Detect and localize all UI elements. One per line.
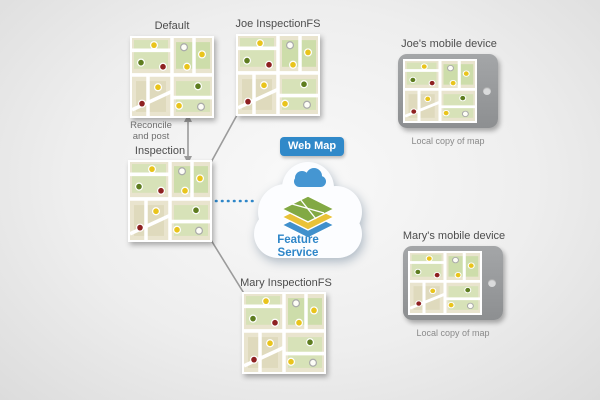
inspection-label: Inspection — [134, 145, 186, 157]
joe-fs-map-thumbnail — [236, 34, 320, 116]
default-map-thumbnail — [130, 36, 214, 118]
map-icon — [410, 253, 480, 313]
connector-joe-branch — [208, 114, 238, 167]
default-label: Default — [154, 20, 190, 32]
map-icon — [405, 61, 475, 121]
joe-tablet — [398, 54, 498, 128]
map-icon — [132, 38, 212, 116]
layers-icon — [280, 195, 336, 239]
mary-device-label: Mary's mobile device — [402, 230, 506, 242]
map-icon — [238, 36, 318, 114]
joe-device-caption: Local copy of map — [411, 136, 485, 146]
feature-service-line2: Service — [277, 247, 319, 259]
mary-tablet — [403, 246, 503, 320]
arcgis-cloud-icon — [294, 168, 326, 187]
mary-device-caption: Local copy of map — [416, 328, 490, 338]
cloud-icon — [254, 162, 362, 258]
reconcile-line2: and post — [132, 131, 170, 142]
mary-fs-label: Mary InspectionFS — [240, 277, 332, 289]
map-icon — [244, 294, 324, 372]
feature-service-line1: Feature — [277, 234, 319, 246]
reconcile-line1: Reconcile — [130, 120, 172, 131]
reconcile-note: Reconcile and post — [122, 120, 180, 142]
joe-tablet-screen — [403, 59, 477, 123]
mary-fs-map-thumbnail — [242, 292, 326, 374]
joe-fs-label: Joe InspectionFS — [235, 18, 321, 30]
home-button-icon — [488, 279, 496, 287]
inspection-map-thumbnail — [128, 160, 212, 242]
web-map-badge: Web Map — [280, 137, 345, 156]
map-icon — [130, 162, 210, 240]
feature-service-label: Feature Service — [248, 234, 348, 260]
mary-tablet-screen — [408, 251, 482, 315]
joe-device-label: Joe's mobile device — [401, 38, 497, 50]
home-button-icon — [483, 87, 491, 95]
